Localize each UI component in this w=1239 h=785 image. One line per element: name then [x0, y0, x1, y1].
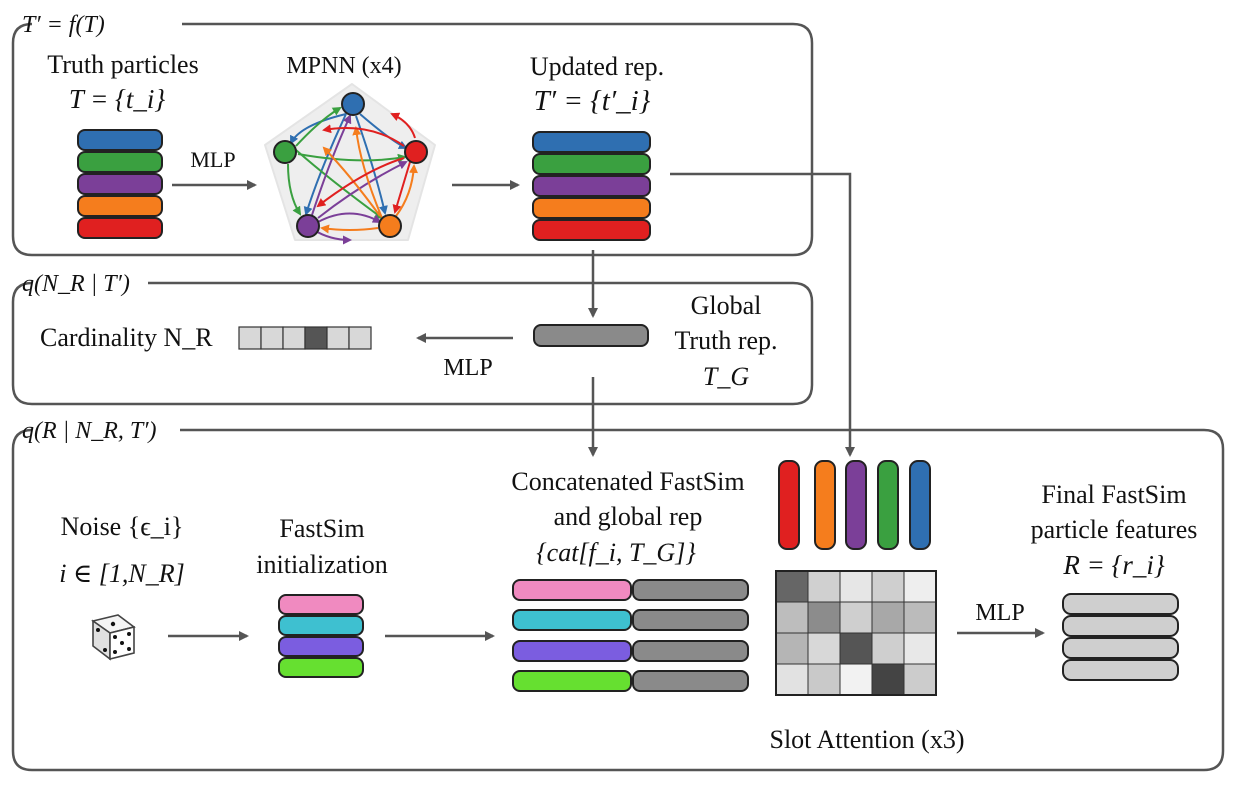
concat-bars	[512, 579, 749, 692]
fastsim-init-bars	[278, 594, 364, 678]
updated-bar-3	[532, 175, 651, 197]
global-rep-symbol: T_G	[703, 362, 749, 391]
truth-mlp-label: MLP	[190, 147, 235, 172]
final-mlp-label: MLP	[975, 600, 1024, 626]
graph-node-blue	[341, 92, 365, 116]
graph-node-red	[404, 140, 428, 164]
init-bar-1	[278, 594, 364, 615]
bottom-panel-title: q(R | N_R, T′)	[22, 418, 157, 444]
attention-matrix	[775, 570, 937, 696]
mpnn-graph	[264, 83, 436, 245]
truth-bars	[77, 129, 163, 239]
global-label: Global	[691, 291, 762, 320]
updated-bars	[532, 131, 651, 241]
noise-label: Noise {ϵ_i}	[61, 512, 184, 541]
concat-set-label: {cat[f_i, T_G]}	[536, 538, 696, 567]
updated-set-label: T′ = {t′_i}	[534, 85, 651, 117]
truth-particles-label: Truth particles	[47, 50, 198, 79]
updated-bar-5	[532, 219, 651, 241]
truth-bar-3	[77, 173, 163, 195]
updated-to-slot-arrow	[670, 172, 855, 457]
global-rep-label: and global rep	[554, 502, 703, 531]
dice-icon	[91, 614, 136, 661]
fastsim-label: FastSim	[279, 514, 364, 543]
bottom-panel: q(R | N_R, T′)	[11, 418, 1225, 772]
slot-attention-label: Slot Attention (x3)	[770, 725, 965, 754]
middle-panel-title: q(N_R | T′)	[22, 271, 130, 297]
updated-rep-label: Updated rep.	[530, 52, 664, 81]
slot-bars	[778, 460, 931, 550]
final-set-label: R = {r_i}	[1062, 550, 1165, 580]
mpnn-label: MPNN (x4)	[286, 53, 401, 79]
concatenated-label: Concatenated FastSim	[511, 467, 744, 496]
top-panel: T′ = f(T)	[11, 12, 814, 257]
truth-bar-4	[77, 195, 163, 217]
truth-bar-1	[77, 129, 163, 151]
initialization-label: initialization	[256, 550, 387, 579]
truth-set-label: T = {t_i}	[69, 84, 166, 114]
particle-features-label: particle features	[1031, 515, 1198, 544]
cardinality-bins	[238, 326, 372, 350]
final-fastsim-label: Final FastSim	[1041, 480, 1186, 509]
graph-node-green	[273, 140, 297, 164]
init-bar-3	[278, 636, 364, 657]
cardinality-label: Cardinality N_R	[40, 323, 213, 352]
final-feature-bars	[1062, 593, 1179, 681]
noise-range-label: i ∈ [1,N_R]	[59, 559, 184, 588]
updated-bar-4	[532, 197, 651, 219]
global-rep-bar	[533, 324, 649, 347]
updated-bar-2	[532, 153, 651, 175]
graph-node-orange	[378, 214, 402, 238]
middle-panel: q(N_R | T′)	[11, 271, 814, 406]
init-bar-2	[278, 615, 364, 636]
cardinality-mlp-label: MLP	[443, 355, 492, 381]
truth-bar-5	[77, 217, 163, 239]
init-bar-4	[278, 657, 364, 678]
graph-node-purple	[296, 214, 320, 238]
truth-bar-2	[77, 151, 163, 173]
updated-bar-1	[532, 131, 651, 153]
global-truth-rep-label: Truth rep.	[674, 326, 777, 355]
top-panel-title: T′ = f(T)	[22, 12, 105, 38]
